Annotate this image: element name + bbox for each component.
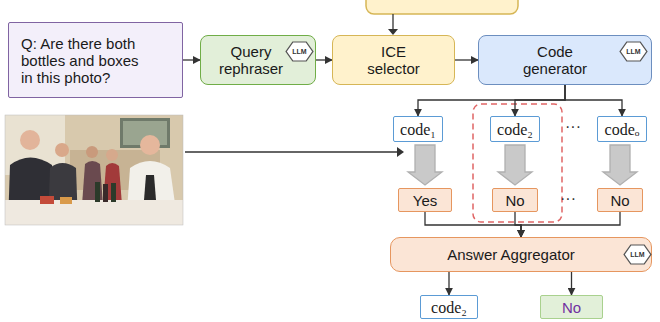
answer-box: Yes [398,188,452,212]
node-text: Yes [413,192,437,209]
code-box: codeₒ [597,116,647,142]
arrow-connector [418,85,565,116]
arrow-connector [515,212,521,237]
output-answer-box: No [540,295,603,319]
process-box: Code generator LLM [478,35,652,85]
node-text: Code generator [515,43,595,77]
node-text: ICE selector [359,43,429,77]
node-text: LLM [630,251,644,259]
ellipsis-label: ··· [565,119,581,135]
code-box: code₂ [490,116,540,142]
llm-badge: LLM [285,41,314,62]
arrow-connector [565,85,622,116]
arrow-connector [425,212,521,237]
output-code-box: code₂ [420,295,478,319]
node-text: Q: Are there both bottles and boxes in t… [21,35,151,86]
process-box: Answer Aggregator LLM [390,237,652,272]
arrow-connector [183,59,200,60]
node-text: No [562,299,581,316]
llm-badge: LLM [619,41,648,62]
node-text: No [505,192,524,209]
photo [5,115,183,225]
answer-box: No [597,188,643,212]
answer-box: No [492,188,538,212]
block-arrow [603,145,637,185]
arrow-connector [515,85,565,116]
node-text: code₂ [497,121,533,138]
arrow-connector [455,59,478,60]
question-box: Q: Are there both bottles and boxes in t… [8,22,183,98]
arrow-head [397,147,404,157]
block-arrow [498,145,532,185]
arrow-connector [316,59,332,60]
ellipsis-label: ··· [560,191,576,207]
node-text: codeₒ [605,121,640,138]
node-text: LLM [292,48,306,56]
node-text: code₂ [431,299,467,316]
node-text: code₁ [400,121,436,138]
node-text: No [610,192,629,209]
image-input-line [185,151,398,152]
arrow-connector [571,272,572,295]
node-text: Answer Aggregator [447,246,575,263]
node-text: LLM [626,48,640,56]
arrow-connector [448,272,449,295]
code-box: code₁ [393,116,443,142]
process-box: Query rephraser LLM [200,35,316,85]
input-line [392,14,393,31]
selection-bracket [473,104,562,222]
process-box: ICE selector [332,35,455,85]
llm-badge: LLM [623,244,652,265]
block-arrow [408,145,442,185]
cut-off-box [366,0,518,14]
node-text: Query rephraser [215,43,287,77]
arrow-connector [521,212,620,237]
